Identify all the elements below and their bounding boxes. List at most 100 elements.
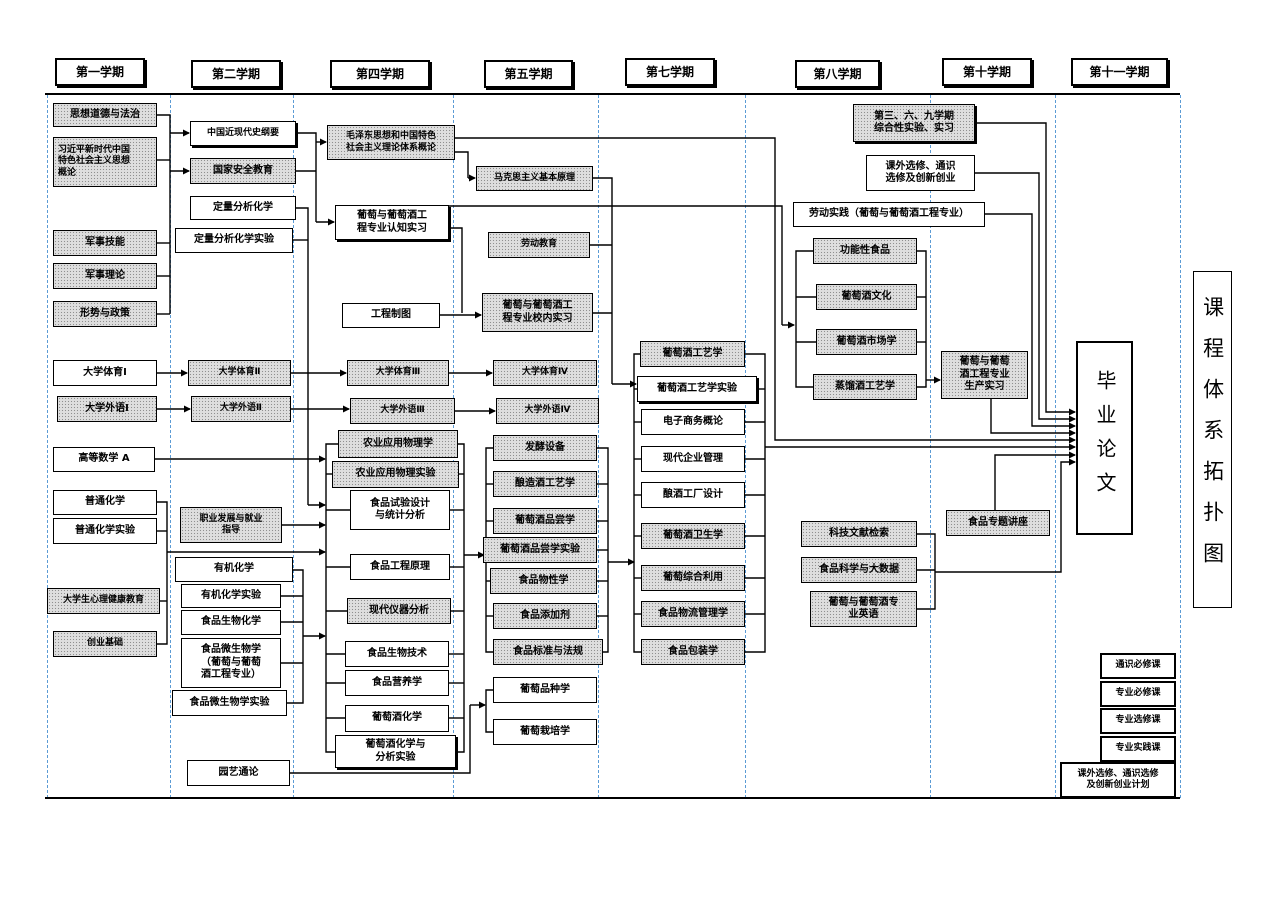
course-food-packaging: 食品包装学 <box>641 639 745 665</box>
course-college-pe-1: 大学体育Ⅰ <box>53 360 157 386</box>
connector-line <box>633 353 641 653</box>
course-food-topic-lectures: 食品专题讲座 <box>946 510 1050 536</box>
connector-line <box>593 177 613 384</box>
connector-arrow <box>985 213 1076 430</box>
course-modern-instrumental-analysis: 现代仪器分析 <box>347 598 451 624</box>
column-divider <box>47 95 48 798</box>
connector-line <box>917 533 936 610</box>
course-wine-marketing: 葡萄酒市场学 <box>816 329 917 355</box>
course-campus-internship: 葡萄与葡萄酒工 程专业校内实习 <box>482 293 593 332</box>
course-food-biochemistry: 食品生物化学 <box>181 610 281 635</box>
course-food-engineering-principles: 食品工程原理 <box>350 554 450 580</box>
course-extracurricular-electives: 课外选修、通识 选修及创新创业 <box>866 155 975 191</box>
course-xi-thought-intro: 习近平新时代中国 特色社会主义思想 概论 <box>53 137 157 187</box>
course-e-commerce-intro: 电子商务概论 <box>641 409 745 435</box>
connector-arrow <box>994 451 1076 510</box>
connector-line <box>449 227 463 313</box>
connector-line <box>456 443 465 753</box>
course-labor-education: 劳动教育 <box>488 232 590 258</box>
course-brewing-technology: 酿造酒工艺学 <box>493 471 597 497</box>
course-wine-culture: 葡萄酒文化 <box>816 284 917 310</box>
course-entrepreneurship-basics: 创业基础 <box>53 631 157 657</box>
column-divider <box>170 95 171 798</box>
course-college-pe-2: 大学体育Ⅱ <box>188 360 291 386</box>
semester-header-8: 第八学期 <box>795 60 880 88</box>
course-agricultural-physics: 农业应用物理学 <box>338 430 458 458</box>
course-fermentation-equipment: 发酵设备 <box>493 435 597 461</box>
course-college-english-4: 大学外语Ⅳ <box>496 398 599 424</box>
course-modern-chinese-history: 中国近现代史纲要 <box>190 121 296 146</box>
connector-line <box>287 569 304 704</box>
course-agricultural-physics-lab: 农业应用物理实验 <box>332 461 459 488</box>
semester-header-5: 第五学期 <box>484 60 573 88</box>
course-military-skills: 军事技能 <box>53 230 157 256</box>
course-advanced-math-a: 高等数学 A <box>53 447 155 472</box>
course-general-chemistry: 普通化学 <box>53 490 157 515</box>
course-career-development: 职业发展与就业 指导 <box>180 507 282 543</box>
graduation-thesis: 毕业论文 <box>1076 341 1133 535</box>
legend-extracurricular-plan: 课外选修、通识选修 及创新创业计划 <box>1060 762 1176 798</box>
course-military-theory: 军事理论 <box>53 263 157 289</box>
course-national-security-education: 国家安全教育 <box>190 158 296 184</box>
connector-line <box>296 132 317 222</box>
legend-general-required: 通识必修课 <box>1100 653 1176 679</box>
course-grape-varieties: 葡萄品种学 <box>493 677 597 703</box>
connector-arrow <box>990 399 1076 437</box>
course-food-nutrition: 食品营养学 <box>345 670 449 696</box>
course-organic-chemistry: 有机化学 <box>175 557 293 582</box>
course-wine-tasting-lab: 葡萄酒品尝学实验 <box>483 537 597 563</box>
course-wine-chemistry: 葡萄酒化学 <box>345 705 449 732</box>
course-college-english-2: 大学外语Ⅱ <box>191 396 291 422</box>
course-modern-enterprise-management: 现代企业管理 <box>641 446 745 472</box>
course-food-standards-regulations: 食品标准与法规 <box>493 639 603 665</box>
connector-line <box>449 205 783 325</box>
course-wine-chemistry-analysis-lab: 葡萄酒化学与 分析实验 <box>335 735 456 768</box>
semester-header-10: 第十学期 <box>942 58 1032 86</box>
top-rule <box>45 93 1180 95</box>
connector-arrow <box>975 172 1076 423</box>
course-quantitative-analytical-chemistry-lab: 定量分析化学实验 <box>175 228 293 253</box>
course-general-chemistry-lab: 普通化学实验 <box>53 518 157 544</box>
course-winery-design: 酿酒工厂设计 <box>641 482 745 508</box>
legend-major-elective: 专业选修课 <box>1100 708 1176 734</box>
connector-arrow <box>935 458 1076 573</box>
course-grape-comprehensive-utilization: 葡萄综合利用 <box>641 565 745 591</box>
course-horticulture-intro: 园艺通论 <box>187 760 290 786</box>
course-comprehensive-experiments-internships: 第三、六、九学期 综合性实验、实习 <box>853 104 975 142</box>
semester-header-2: 第二学期 <box>191 60 281 88</box>
course-food-microbiology: 食品微生物学 （葡萄与葡萄 酒工程专业） <box>181 638 281 688</box>
course-quantitative-analytical-chemistry: 定量分析化学 <box>190 196 296 220</box>
semester-header-4: 第四学期 <box>330 60 430 88</box>
course-production-internship: 葡萄与葡萄 酒工程专业 生产实习 <box>941 351 1028 399</box>
course-grape-cultivation: 葡萄栽培学 <box>493 719 597 745</box>
course-cognition-internship: 葡萄与葡萄酒工 程专业认知实习 <box>335 205 449 240</box>
connector-arrow <box>975 122 1076 416</box>
course-college-english-3: 大学外语Ⅲ <box>350 398 455 424</box>
connector-line <box>917 250 927 388</box>
course-functional-foods: 功能性食品 <box>813 238 917 264</box>
connector-line <box>325 443 338 753</box>
course-college-pe-3: 大学体育Ⅲ <box>347 360 449 386</box>
legend-major-practice: 专业实践课 <box>1100 736 1176 762</box>
course-college-english-1: 大学外语Ⅰ <box>57 396 157 422</box>
course-winemaking-technology: 葡萄酒工艺学 <box>640 341 745 367</box>
connector-line <box>485 689 493 733</box>
connector-line <box>296 207 309 505</box>
connector-line <box>795 250 813 388</box>
course-distilled-liquor-technology: 蒸馏酒工艺学 <box>813 374 917 400</box>
course-food-experiment-design: 食品试验设计 与统计分析 <box>350 490 450 530</box>
course-food-microbiology-lab: 食品微生物学实验 <box>172 690 287 716</box>
semester-header-11: 第十一学期 <box>1071 58 1168 86</box>
column-divider <box>293 95 294 798</box>
diagram-title: 课程体系拓扑图 <box>1193 271 1232 608</box>
course-food-science-big-data: 食品科学与大数据 <box>801 557 917 583</box>
course-engineering-drawing: 工程制图 <box>342 303 440 328</box>
course-mental-health-education: 大学生心理健康教育 <box>47 588 160 614</box>
course-professional-english: 葡萄与葡萄酒专 业英语 <box>810 591 917 627</box>
column-divider <box>1180 95 1181 798</box>
connector-line <box>157 501 168 645</box>
course-college-pe-4: 大学体育Ⅳ <box>493 360 597 386</box>
course-mao-thought-intro: 毛泽东思想和中国特色 社会主义理论体系概论 <box>327 125 455 160</box>
course-ideology-morality-law: 思想道德与法治 <box>53 103 157 127</box>
